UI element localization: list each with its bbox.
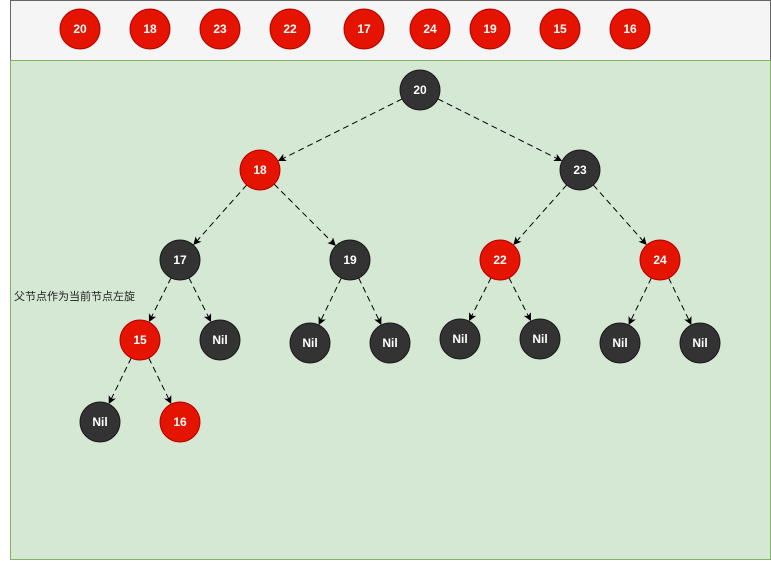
queue-node: 24	[409, 8, 451, 50]
queue-node-circle	[539, 8, 581, 50]
tree-node-label: 19	[343, 253, 357, 267]
nil-node-circle	[599, 322, 641, 364]
nil-node-label: Nil	[212, 333, 227, 347]
queue-node-label: 19	[483, 22, 497, 36]
nil-node: Nil	[599, 322, 641, 364]
tree-edge	[628, 277, 652, 325]
queue-node-circle	[469, 8, 511, 50]
tree-node: 19	[329, 239, 371, 281]
tree-node-circle	[119, 319, 161, 361]
tree-edge	[148, 357, 172, 405]
insert-queue-panel	[10, 0, 771, 61]
tree-edge	[437, 98, 563, 162]
tree-edge	[668, 277, 692, 325]
tree-node: 16	[159, 401, 201, 443]
tree-node-circle	[239, 149, 281, 191]
tree-node-circle	[159, 401, 201, 443]
queue-node: 15	[539, 8, 581, 50]
rotation-annotation: 父节点作为当前节点左旋	[14, 290, 135, 303]
queue-node-circle	[409, 8, 451, 50]
tree-edge	[273, 183, 336, 246]
tree-node-circle	[639, 239, 681, 281]
tree-edge	[193, 184, 248, 246]
queue-node-circle	[199, 8, 241, 50]
tree-node-label: 22	[493, 253, 507, 267]
tree-edge	[108, 357, 132, 405]
tree-edge	[508, 277, 531, 322]
queue-node-label: 24	[423, 22, 437, 36]
queue-node: 16	[609, 8, 651, 50]
nil-node-label: Nil	[382, 336, 397, 350]
nil-node-label: Nil	[92, 415, 107, 429]
nil-node-label: Nil	[302, 336, 317, 350]
tree-node: 20	[399, 69, 441, 111]
queue-node-circle	[609, 8, 651, 50]
tree-node-circle	[559, 149, 601, 191]
nil-node: Nil	[439, 318, 481, 360]
nil-node: Nil	[519, 318, 561, 360]
nil-node-label: Nil	[612, 336, 627, 350]
nil-node: Nil	[79, 401, 121, 443]
nil-node-circle	[79, 401, 121, 443]
tree-edge	[318, 277, 342, 325]
nil-node: Nil	[289, 322, 331, 364]
nil-node-circle	[199, 319, 241, 361]
nil-node-label: Nil	[532, 332, 547, 346]
queue-node: 20	[59, 8, 101, 50]
tree-node: 17	[159, 239, 201, 281]
queue-node-label: 17	[357, 22, 371, 36]
queue-node-label: 18	[143, 22, 157, 36]
queue-node-circle	[59, 8, 101, 50]
queue-node-circle	[129, 8, 171, 50]
tree-edge	[469, 277, 492, 322]
nil-node: Nil	[679, 322, 721, 364]
nil-node-circle	[679, 322, 721, 364]
tree-node: 18	[239, 149, 281, 191]
nil-node: Nil	[369, 322, 411, 364]
tree-node: 15	[119, 319, 161, 361]
tree-node: 23	[559, 149, 601, 191]
queue-node: 17	[343, 8, 385, 50]
queue-node-circle	[343, 8, 385, 50]
nil-node-circle	[369, 322, 411, 364]
tree-node-circle	[329, 239, 371, 281]
queue-node: 19	[469, 8, 511, 50]
tree-node: 22	[479, 239, 521, 281]
tree-node: 24	[639, 239, 681, 281]
queue-node-label: 20	[73, 22, 87, 36]
nil-node-circle	[289, 322, 331, 364]
queue-node-label: 16	[623, 22, 637, 36]
tree-node-circle	[399, 69, 441, 111]
queue-node-label: 15	[553, 22, 567, 36]
nil-node-circle	[519, 318, 561, 360]
tree-panel	[10, 60, 771, 560]
tree-node-label: 18	[253, 163, 267, 177]
tree-edge	[358, 277, 382, 325]
queue-node-circle	[269, 8, 311, 50]
tree-edge	[277, 98, 403, 162]
queue-node-label: 23	[213, 22, 227, 36]
tree-edge	[188, 277, 212, 323]
tree-node-label: 16	[173, 415, 187, 429]
queue-node: 23	[199, 8, 241, 50]
tree-node-label: 15	[133, 333, 147, 347]
nil-node: Nil	[199, 319, 241, 361]
nil-node-label: Nil	[692, 336, 707, 350]
tree-edge	[148, 277, 172, 323]
queue-node: 18	[129, 8, 171, 50]
tree-edge	[513, 184, 568, 246]
tree-node-circle	[479, 239, 521, 281]
queue-node-label: 22	[283, 22, 297, 36]
tree-node-label: 23	[573, 163, 587, 177]
nil-node-circle	[439, 318, 481, 360]
tree-node-label: 24	[653, 253, 667, 267]
tree-edge	[592, 184, 647, 246]
tree-node-label: 17	[173, 253, 187, 267]
nil-node-label: Nil	[452, 332, 467, 346]
tree-node-label: 20	[413, 83, 427, 97]
queue-node: 22	[269, 8, 311, 50]
tree-node-circle	[159, 239, 201, 281]
